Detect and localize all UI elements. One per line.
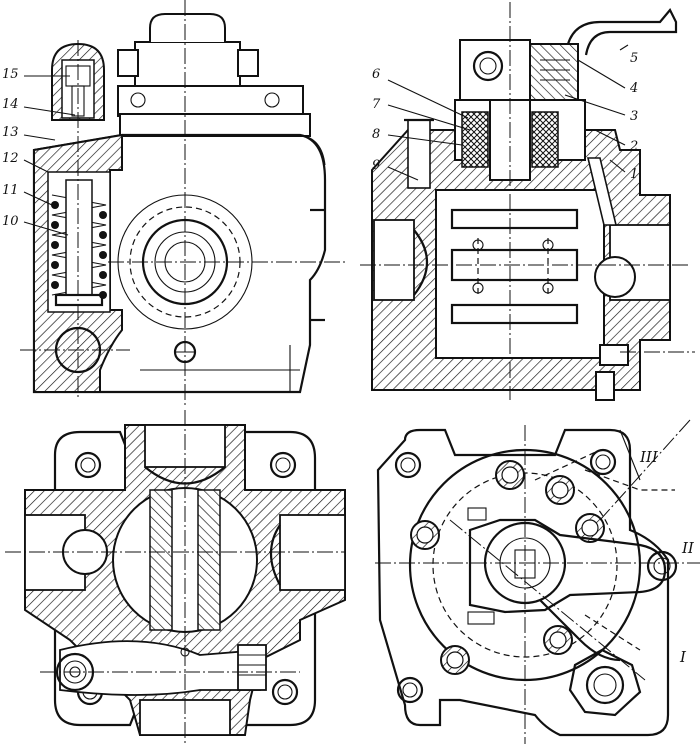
label-15: 15 <box>2 67 19 82</box>
right-part-labels: 6 7 8 9 5 4 3 2 1 <box>372 51 638 182</box>
rotor-pins <box>472 238 554 298</box>
label-12: 12 <box>2 151 19 166</box>
label-6: 6 <box>372 67 380 82</box>
plan-section <box>5 410 346 744</box>
label-10: 10 <box>2 214 19 229</box>
label-11: 11 <box>2 183 19 198</box>
label-9: 9 <box>372 158 380 173</box>
label-5: 5 <box>630 51 638 66</box>
right-leaders <box>387 44 629 181</box>
position-labels: III II I <box>639 448 695 666</box>
flange-bolts <box>410 460 605 675</box>
front-view-valve-section <box>20 0 345 405</box>
label-1: 1 <box>630 167 638 182</box>
label-8: 8 <box>372 127 380 142</box>
left-part-labels: 15 14 13 12 11 10 <box>2 67 19 229</box>
longitudinal-section <box>360 2 695 401</box>
position-I-label: I <box>679 648 687 666</box>
top-view-lever <box>375 419 700 744</box>
left-leaders <box>23 75 76 236</box>
position-II-label: II <box>681 539 695 557</box>
label-2: 2 <box>629 139 638 154</box>
label-7: 7 <box>372 97 381 112</box>
label-4: 4 <box>629 81 638 96</box>
label-3: 3 <box>630 109 638 124</box>
label-13: 13 <box>2 125 19 140</box>
label-14: 14 <box>2 97 19 112</box>
position-III-label: III <box>639 448 659 466</box>
